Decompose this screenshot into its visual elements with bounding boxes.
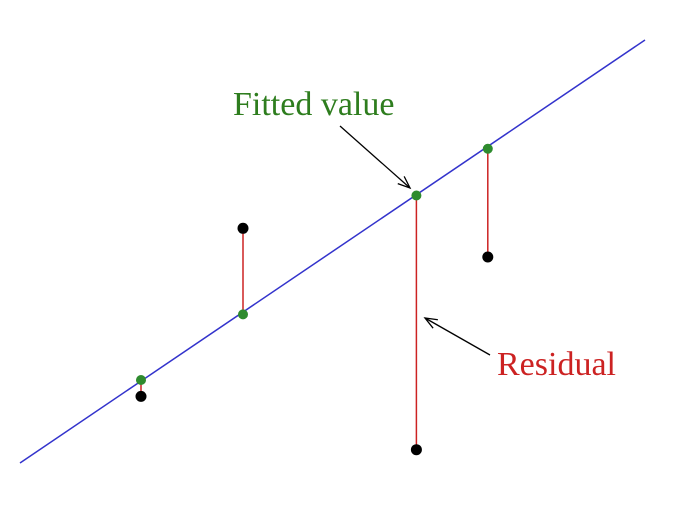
fitted-point (136, 375, 146, 385)
residual-arrow (424, 317, 491, 356)
fitted-arrow (339, 125, 411, 189)
fitted-arrow-head (397, 176, 412, 190)
observed-point (410, 444, 422, 456)
fitted-point (482, 143, 493, 154)
observed-point (237, 222, 249, 234)
regression-line (19, 39, 646, 464)
residual-arrow-head (423, 317, 438, 329)
observed-point (482, 251, 494, 263)
fitted-point (238, 309, 248, 320)
observed-point (135, 390, 147, 402)
fitted-value-label: Fitted value (233, 86, 394, 123)
residual-label: Residual (497, 346, 616, 383)
fitted-point (411, 190, 422, 201)
